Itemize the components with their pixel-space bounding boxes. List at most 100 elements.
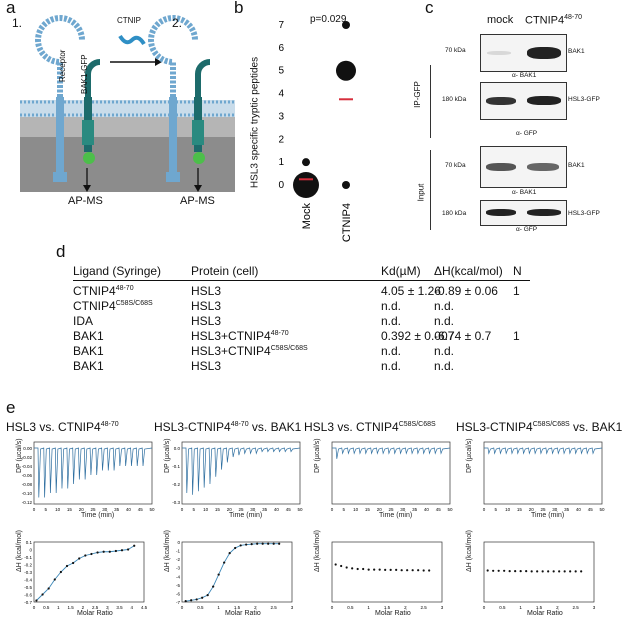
ytick-label: 6 bbox=[278, 43, 284, 54]
xtick-label: 15 bbox=[67, 507, 73, 512]
cell-kd: 0.392 ± 0.007 bbox=[381, 329, 454, 343]
cell-ligand-text: CTNIP4 bbox=[73, 284, 116, 298]
blot-input-hsl3 bbox=[480, 200, 567, 226]
blot-input-bak1 bbox=[480, 146, 567, 188]
itc-xlabel: Time (min) bbox=[379, 512, 413, 519]
ytick-label: -0.3 bbox=[24, 570, 32, 575]
cell-ligand: IDA bbox=[73, 314, 93, 328]
cell-n-text: 1 bbox=[513, 329, 520, 343]
xtick-label: 0.5 bbox=[347, 605, 354, 610]
data-point bbox=[569, 570, 572, 573]
data-point bbox=[195, 598, 198, 601]
data-point bbox=[373, 568, 376, 571]
fit-curve bbox=[185, 543, 280, 602]
data-point bbox=[552, 570, 555, 573]
data-point bbox=[190, 599, 193, 602]
ytick-label: -0.7 bbox=[24, 600, 32, 605]
xtick-label: 50 bbox=[599, 507, 605, 512]
itc-title: HSL3-CTNIP4C58S/C68S vs. BAK1 bbox=[456, 420, 622, 434]
itc-title: HSL3 vs. CTNIP4C58S/C68S bbox=[304, 420, 436, 434]
thermogram-trace bbox=[332, 447, 451, 459]
xtick-label: 50 bbox=[149, 507, 155, 512]
xtick-label: 5 bbox=[343, 507, 346, 512]
panel-c-blots: mock CTNIP448-70 IP-GFP Input 70 kDa BAK… bbox=[413, 10, 617, 240]
xtick-label: 0 bbox=[181, 605, 184, 610]
cell-dh: n.d. bbox=[434, 344, 454, 358]
xtick-label: 40 bbox=[424, 507, 430, 512]
cell-ligand: CTNIP448-70 bbox=[73, 284, 134, 298]
ytick-label: 0 bbox=[177, 540, 180, 545]
blot3-kda: 70 kDa bbox=[445, 162, 466, 169]
data-point bbox=[212, 585, 215, 588]
data-point bbox=[395, 568, 398, 571]
header-dh: ΔH(kcal/mol) bbox=[434, 264, 503, 278]
data-point bbox=[422, 569, 425, 572]
data-point bbox=[302, 158, 310, 167]
band bbox=[527, 96, 561, 105]
xtick-label: 45 bbox=[436, 507, 442, 512]
xtick-label: 2.5 bbox=[92, 605, 99, 610]
data-point bbox=[428, 569, 431, 572]
data-point bbox=[41, 593, 44, 596]
xtick-label: 20 bbox=[227, 507, 233, 512]
data-point bbox=[336, 60, 356, 81]
itc-title-pre: HSL3 vs. CTNIP4 bbox=[6, 420, 101, 434]
itc-ylabel: DP (µcal/s) bbox=[466, 438, 473, 473]
col-ctnip-sup: 48-70 bbox=[564, 14, 583, 21]
ytick-label: -5 bbox=[176, 583, 180, 588]
cell-protein-text: HSL3+CTNIP4 bbox=[191, 344, 271, 358]
band bbox=[487, 51, 511, 55]
cell-ligand-sup: C58S/C68S bbox=[115, 300, 153, 307]
data-point bbox=[503, 569, 506, 572]
xtick-label: 0 bbox=[483, 507, 486, 512]
xtick-label: 1.5 bbox=[536, 605, 543, 610]
xtick-label: 25 bbox=[388, 507, 394, 512]
bak1-gfp-label: BAK1-GFP bbox=[80, 54, 89, 94]
data-point bbox=[72, 561, 75, 565]
cell-protein-text: HSL3 bbox=[191, 299, 222, 313]
cell-dh: -6.74 ± 0.7 bbox=[434, 329, 491, 343]
xtick-label: 45 bbox=[286, 507, 292, 512]
data-point bbox=[362, 567, 365, 571]
col-mock: mock bbox=[487, 14, 514, 26]
blot1-kda: 70 kDa bbox=[445, 47, 466, 54]
ytick-label: -0.12 bbox=[22, 500, 33, 505]
blot-ip-bak1 bbox=[480, 34, 567, 72]
blot2-kda: 180 kDa bbox=[442, 96, 467, 103]
ytick-label: 4 bbox=[278, 89, 284, 100]
panel-b-chart: HSL3 specific tryptic peptides p=0.029 0… bbox=[250, 10, 388, 242]
cell-protein-text: HSL3 bbox=[191, 284, 222, 298]
xtick-label: 0 bbox=[33, 605, 36, 610]
itc-xlabel: Molar Ratio bbox=[225, 610, 261, 617]
xtick-label: 35 bbox=[114, 507, 120, 512]
data-point bbox=[508, 570, 511, 573]
ytick-label: -0.3 bbox=[172, 500, 180, 505]
band bbox=[486, 209, 516, 216]
xtick-label: 2.5 bbox=[573, 605, 580, 610]
xtick-label: 10 bbox=[55, 507, 61, 512]
cell-kd-text: n.d. bbox=[381, 314, 402, 328]
ytick-label: 2 bbox=[278, 134, 284, 145]
xtick-label: 50 bbox=[297, 507, 303, 512]
data-point bbox=[65, 564, 69, 568]
ytick-label: 0 bbox=[278, 180, 284, 191]
plasma-membrane bbox=[20, 100, 235, 117]
xtick-label: 1.5 bbox=[68, 605, 75, 610]
itc-title-sup: 48-70 bbox=[100, 421, 119, 428]
cell-kd-text: n.d. bbox=[381, 359, 402, 373]
itc-xlabel: Time (min) bbox=[81, 512, 115, 519]
cell-protein-sup: C58S/C68S bbox=[270, 345, 308, 352]
data-point bbox=[486, 569, 489, 572]
ytick-label: 0 bbox=[29, 548, 32, 553]
ytick-label: -7 bbox=[176, 600, 180, 605]
data-point bbox=[367, 568, 370, 571]
data-point bbox=[340, 564, 343, 568]
xtick-label: 40 bbox=[126, 507, 132, 512]
data-point bbox=[47, 587, 50, 590]
cell-protein-text: HSL3+CTNIP4 bbox=[191, 329, 271, 343]
signaling-schematic bbox=[20, 15, 235, 192]
data-point bbox=[217, 573, 220, 576]
